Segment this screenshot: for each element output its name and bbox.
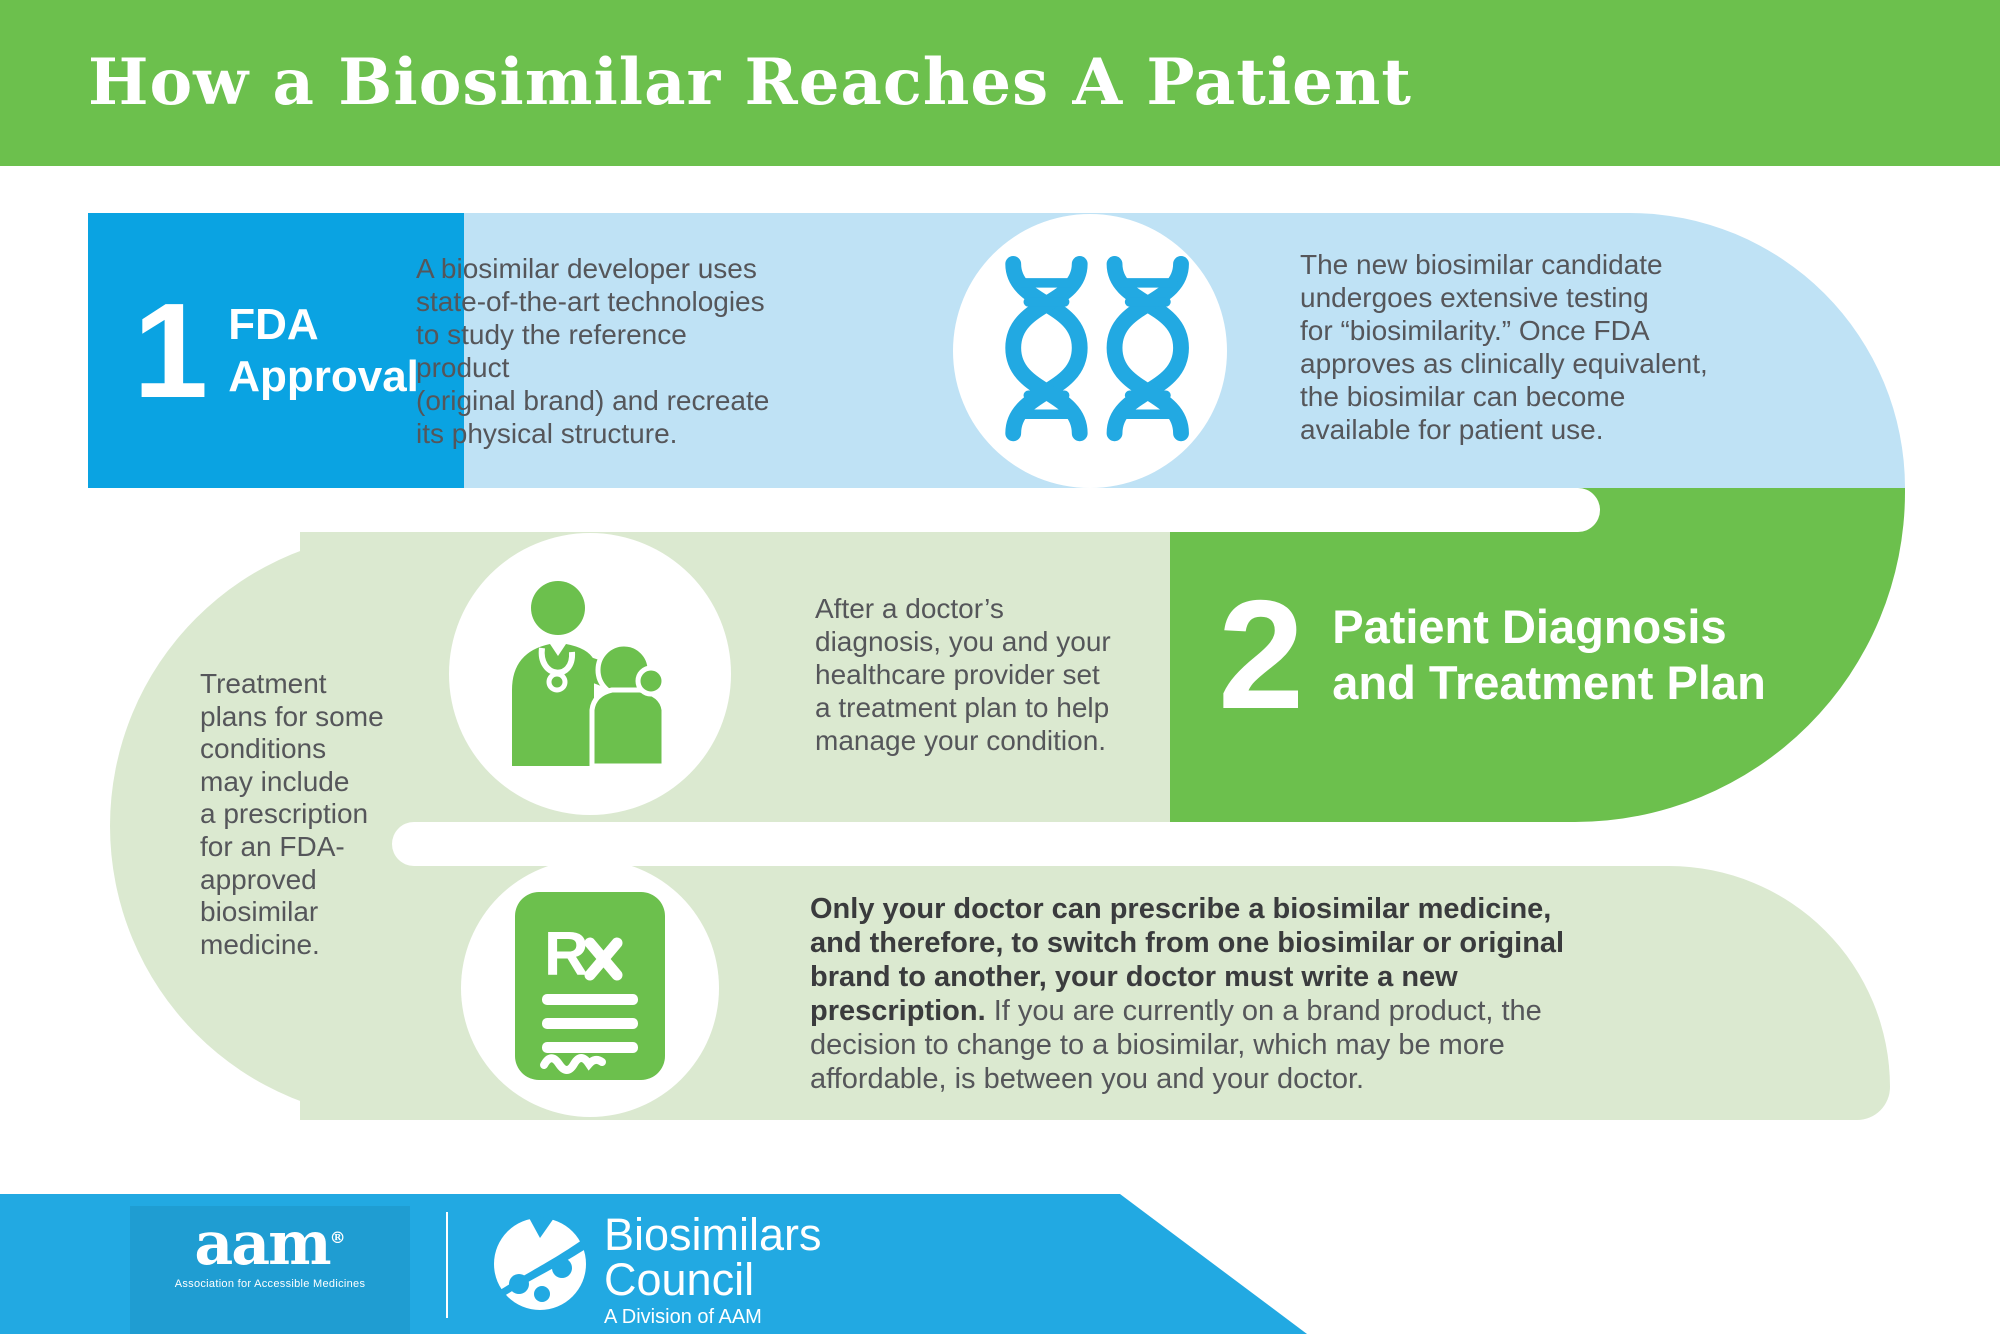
- step1-number: 1: [133, 274, 209, 426]
- step2-header: 2 Patient Diagnosis and Treatment Plan: [1218, 488, 1766, 822]
- doctor-icon-circle: [449, 533, 731, 815]
- step1-label: FDA Approval: [228, 299, 419, 401]
- band-divider-top: [0, 488, 1600, 532]
- header-bar: [0, 0, 2000, 166]
- council-line2: Council: [604, 1254, 755, 1305]
- step2-description: After a doctor’s diagnosis, you and your…: [815, 593, 1111, 756]
- step1-header-box: 1 FDA Approval: [88, 213, 464, 488]
- step3-regular-text: If you are currently on a brand product,…: [810, 995, 1542, 1095]
- step1-description-right: The new biosimilar candidate undergoes e…: [1300, 249, 1708, 445]
- council-caption: A Division of AAM: [604, 1306, 762, 1328]
- council-line1: Biosimilars: [604, 1209, 822, 1260]
- biosimilars-council-logo: Biosimilars Council A Division of AAM: [604, 1212, 822, 1330]
- footer-divider: [446, 1212, 448, 1318]
- aam-logo-box: [130, 1206, 410, 1334]
- footer-bar: [0, 1194, 1307, 1334]
- council-globe-icon: [490, 1214, 590, 1314]
- band-divider-bottom: [392, 822, 792, 866]
- registered-mark: ®: [329, 1228, 346, 1247]
- rx-prescription-icon: R: [514, 891, 666, 1086]
- step2-band: [300, 532, 1170, 822]
- dna-icon-circle: [953, 214, 1227, 488]
- treatment-side-note: Treatment plans for some conditions may …: [200, 668, 384, 960]
- aam-caption: Association for Accessible Medicines: [174, 1278, 366, 1290]
- step1-description-left: A biosimilar developer uses state-of-the…: [416, 253, 770, 449]
- aam-logo: aam® Association for Accessible Medicine…: [150, 1206, 390, 1290]
- svg-text:R: R: [544, 920, 589, 989]
- step3-bold-text: Only your doctor can prescribe a biosimi…: [810, 893, 1565, 1027]
- step3-description: Only your doctor can prescribe a biosimi…: [810, 892, 1572, 1096]
- aam-wordmark: aam®: [194, 1209, 346, 1279]
- dna-icon: [991, 255, 1189, 447]
- rx-icon-circle: R: [461, 859, 719, 1117]
- doctor-patient-icon: [500, 578, 680, 771]
- step2-number: 2: [1218, 568, 1305, 742]
- page-title: How a Biosimilar Reaches A Patient: [88, 45, 1412, 120]
- step2-label: Patient Diagnosis and Treatment Plan: [1332, 600, 1766, 709]
